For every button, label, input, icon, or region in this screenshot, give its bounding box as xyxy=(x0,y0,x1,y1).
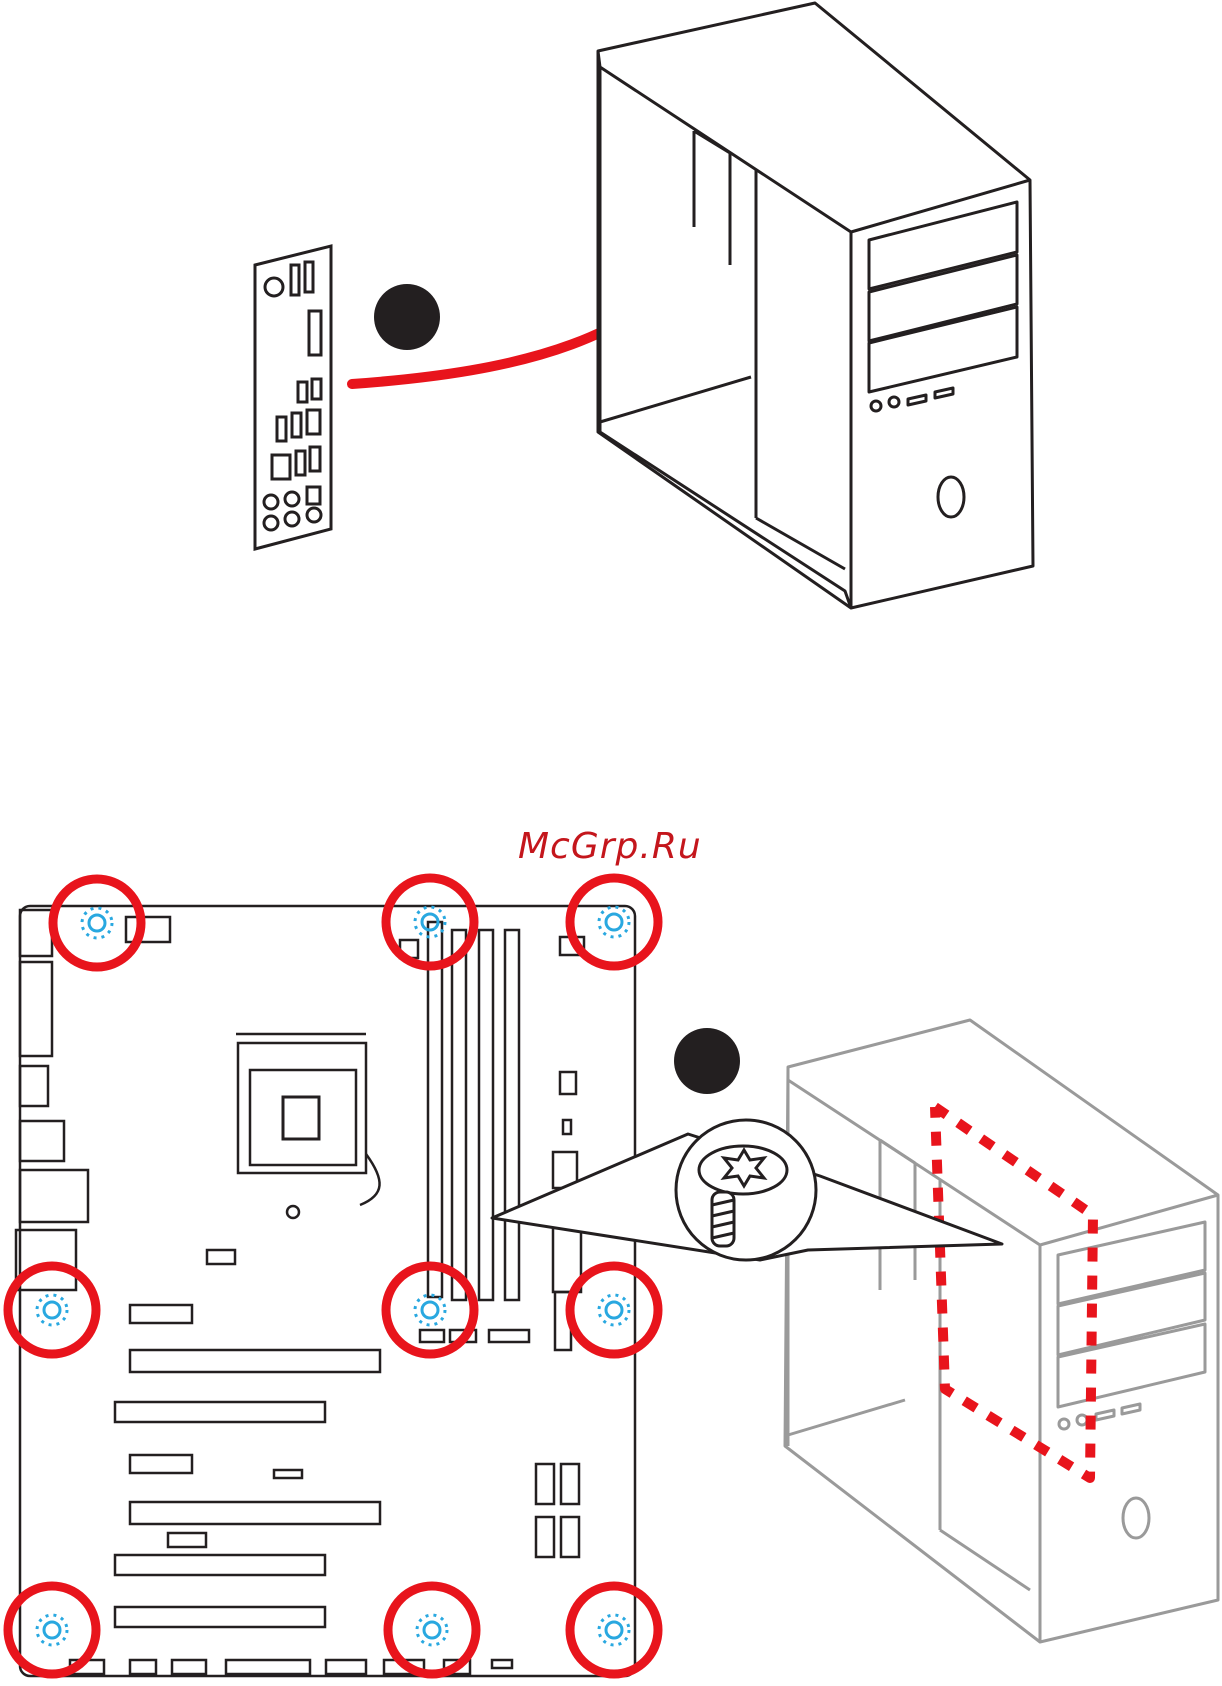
io-shield-icon xyxy=(255,246,331,549)
step-2-black-dot xyxy=(674,1028,740,1094)
pc-case-icon xyxy=(598,3,1033,608)
watermark-text: McGrp.Ru xyxy=(518,826,702,867)
motherboard-icon xyxy=(16,906,635,1676)
step-1-black-dot xyxy=(374,284,440,350)
pc-case-icon-bottom xyxy=(785,1020,1218,1642)
